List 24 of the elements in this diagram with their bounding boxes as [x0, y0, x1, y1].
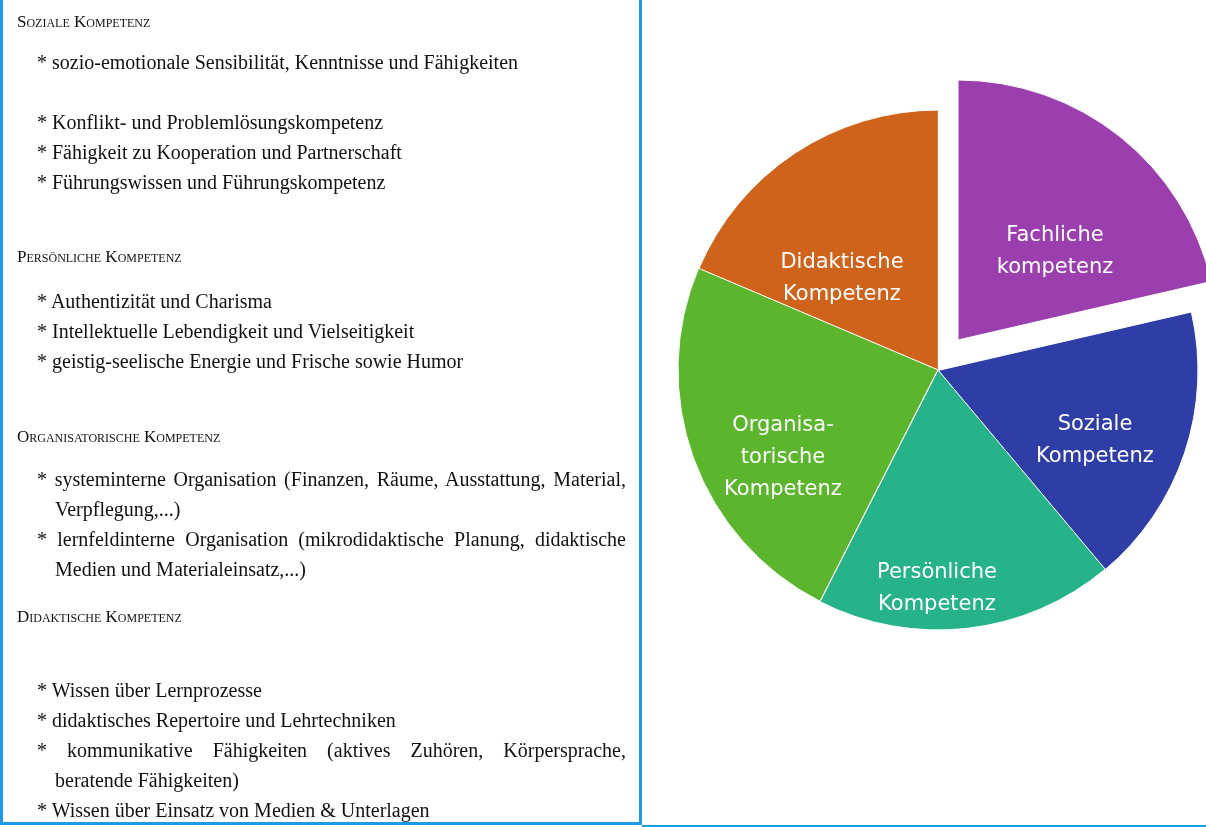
bullet-item: * systeminterne Organisation (Finanzen, Räume, Ausstattung, Material, Verpflegung,...) — [37, 467, 626, 523]
bullet-item: * Führungswissen und Führungskompetenz — [37, 170, 387, 196]
slice-label: Didaktische Kompetenz — [779, 248, 905, 307]
bullet-item: * lernfeldinterne Organisation (mikrodidaktische Planung, didaktische Medien und Materialeinsatz,...) — [37, 527, 626, 583]
section-heading: Didaktische Kompetenz — [17, 606, 182, 628]
bullet-item: * Authentizität und Charisma — [37, 289, 273, 314]
slice-label: Persönliche Kompetenz — [875, 558, 998, 617]
section-heading: Organisatorische Kompetenz — [17, 426, 221, 448]
slice-label: Fachliche kompetenz — [995, 221, 1115, 280]
section-heading: Soziale Kompetenz — [17, 11, 151, 33]
bullet-item: * sozio-emotionale Sensibilität, Kenntnisse und Fähigkeiten — [37, 50, 520, 76]
bullet-item: * Konflikt- und Problemlösungskompetenz — [37, 110, 385, 136]
slice-label: Organisa- torische Kompetenz — [723, 411, 843, 502]
slice-label: Soziale Kompetenz — [1035, 410, 1155, 469]
pie-slice — [958, 80, 1206, 340]
bullet-item: * didaktisches Repertoire und Lehrtechniken — [37, 708, 397, 734]
section-heading: Persönliche Kompetenz — [17, 246, 182, 268]
bullet-item: * geistig-seelische Energie und Frische sowie Humor — [37, 349, 465, 375]
bullet-item: * Wissen über Einsatz von Medien & Unterlagen — [37, 798, 431, 824]
bullet-item: * Fähigkeit zu Kooperation und Partnerschaft — [37, 140, 403, 166]
bullet-item: * Wissen über Lernprozesse — [37, 678, 263, 704]
bullet-item: * kommunikative Fähigkeiten (aktives Zuhören, Körpersprache, beratende Fähigkeiten) — [37, 738, 626, 794]
pie-slice — [698, 110, 938, 370]
bullet-item: * Intellektuelle Lebendigkeit und Vielseitigkeit — [37, 319, 416, 345]
